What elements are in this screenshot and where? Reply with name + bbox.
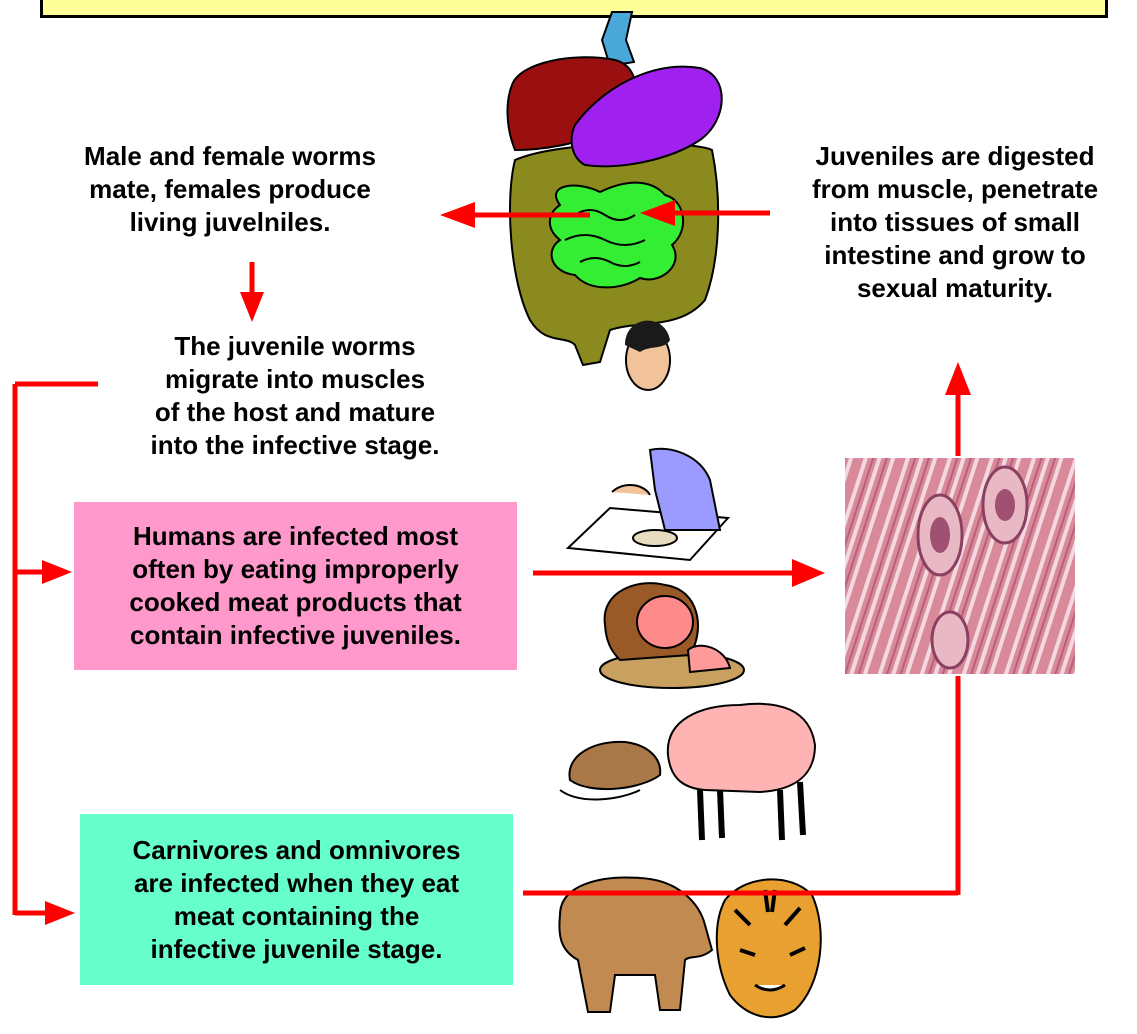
arrow-from-juveniles-text <box>640 200 770 226</box>
mate-text: Male and female worms mate, females prod… <box>30 140 430 239</box>
arrow-muscle-to-juveniles <box>945 362 971 456</box>
arrow-mate-to-migrate <box>240 262 264 322</box>
humans-infected-box: Humans are infected most often by eating… <box>74 502 517 670</box>
arrow-to-mate-text <box>440 202 590 228</box>
humans-infected-text: Humans are infected most often by eating… <box>129 520 461 652</box>
migrate-text: The juvenile worms migrate into muscles … <box>95 330 495 462</box>
arrow-humans-to-muscle <box>533 559 825 587</box>
carnivores-infected-box: Carnivores and omnivores are infected wh… <box>80 814 513 985</box>
arrow-carnivores-to-muscle <box>523 676 958 895</box>
juveniles-digested-text: Juveniles are digested from muscle, pene… <box>770 140 1137 305</box>
carnivores-infected-text: Carnivores and omnivores are infected wh… <box>133 834 461 966</box>
